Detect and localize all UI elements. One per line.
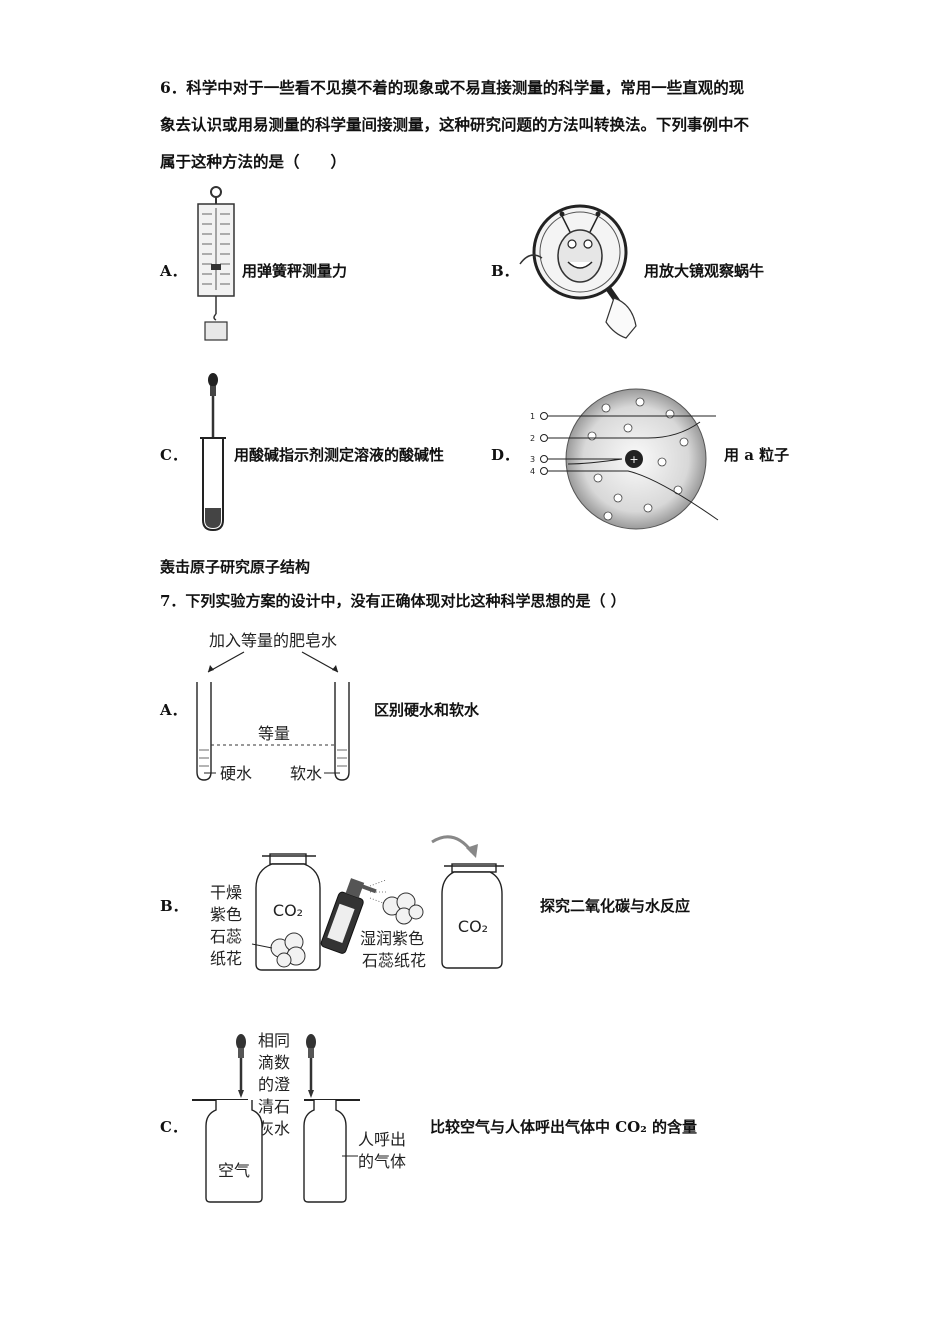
q7-option-a-letter: A． <box>160 701 187 719</box>
breath-label-2: 的气体 <box>358 1152 406 1171</box>
dry-flower-label-1: 干燥 <box>210 883 242 902</box>
q7-option-a-text: 区别硬水和软水 <box>374 701 480 719</box>
co2-right-label: CO₂ <box>458 917 488 936</box>
dry-flower-label-2: 紫色 <box>210 905 242 924</box>
q6-option-d-text: 用 a 粒子 <box>724 446 790 464</box>
breath-label-1: 人呼出 <box>358 1130 406 1149</box>
svg-text:+: + <box>629 453 638 466</box>
alpha-scattering-icon: + 1 2 3 4 <box>530 388 719 530</box>
soap-water-label: 加入等量的肥皂水 <box>209 631 337 650</box>
wet-flower-label-1: 湿润紫色 <box>360 929 424 948</box>
alpha-label-2: 2 <box>530 434 535 443</box>
alpha-label-1: 1 <box>530 412 535 421</box>
q7-stem: 7．下列实验方案的设计中，没有正确体现对比这种科学思想的是（ ） <box>160 592 626 610</box>
arrow-left-icon <box>208 665 214 672</box>
q6-option-d-continuation: 轰击原子研究原子结构 <box>160 558 311 576</box>
limewater-label-1: 相同 <box>258 1031 290 1050</box>
air-label: 空气 <box>218 1161 250 1180</box>
wet-flower-label-2: 石蕊纸花 <box>362 951 426 970</box>
soft-water-label: 软水 <box>290 764 322 783</box>
hard-water-label: 硬水 <box>220 764 252 783</box>
q6-stem-line2: 象去认识或用易测量的科学量间接测量，这种研究问题的方法叫转换法。下列事例中不 <box>160 115 750 134</box>
q6-option-c-letter: C． <box>160 446 187 464</box>
curved-arrow-icon <box>466 844 478 858</box>
q6-option-a-text: 用弹簧秤测量力 <box>242 262 348 280</box>
equal-amount-label: 等量 <box>258 724 290 743</box>
soap-water-test-figure: 加入等量的肥皂水 等量 硬水 软水 <box>196 631 350 783</box>
magnifier-snail-icon <box>519 204 637 339</box>
q6-option-b-text: 用放大镜观察蜗牛 <box>644 262 765 280</box>
q6-stem-line1: 6．科学中对于一些看不见摸不着的现象或不易直接测量的科学量，常用一些直观的现 <box>160 78 745 97</box>
q7-option-c-text: 比较空气与人体呼出气体中 CO₂ 的含量 <box>430 1118 698 1136</box>
dropper-test-tube-icon <box>200 373 226 532</box>
q6-stem-line3: 属于这种方法的是（ ） <box>160 152 347 171</box>
spring-scale-icon <box>197 186 235 341</box>
limewater-label-2: 滴数 <box>258 1053 290 1072</box>
dry-flower-label-4: 纸花 <box>210 949 242 968</box>
q7-option-c-letter: C． <box>160 1118 187 1136</box>
dry-flower-label-3: 石蕊 <box>210 927 242 946</box>
q7-option-b-text: 探究二氧化碳与水反应 <box>540 897 691 915</box>
alpha-label-4: 4 <box>530 467 535 476</box>
q6-option-b-letter: B． <box>491 262 519 280</box>
alpha-label-3: 3 <box>530 455 535 464</box>
q6-option-d-letter: D． <box>491 446 520 464</box>
co2-left-label: CO₂ <box>273 901 303 920</box>
limewater-label-5: 灰水 <box>258 1119 290 1138</box>
q7-option-b-letter: B． <box>160 897 188 915</box>
q6-option-a-letter: A． <box>160 262 187 280</box>
limewater-label-4: 清石 <box>258 1097 290 1116</box>
arrow-right-icon <box>332 665 338 672</box>
q6-option-c-text: 用酸碱指示剂测定溶液的酸碱性 <box>234 446 445 464</box>
limewater-label-3: 的澄 <box>258 1075 290 1094</box>
limewater-comparison-figure: 相同 滴数 的澄 清石 灰水 空气 人呼出 的气体 <box>192 1031 406 1203</box>
co2-water-reaction-figure: 干燥 紫色 石蕊 纸花 CO₂ 湿润紫色 石蕊纸花 CO₂ <box>210 835 504 971</box>
